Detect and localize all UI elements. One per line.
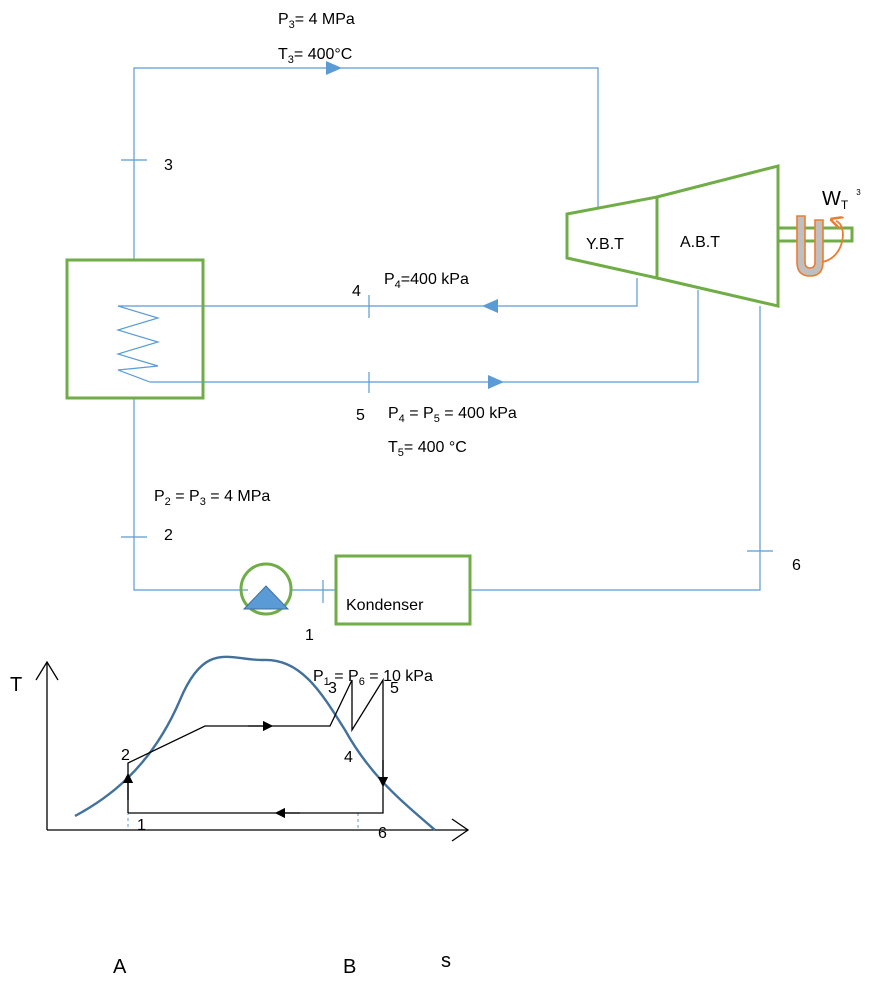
pipe-reheater-to-lp-turbine <box>150 290 699 383</box>
flow-arrows <box>326 61 504 389</box>
state3-pressure: P3= 4 MPa <box>278 11 355 31</box>
t-axis-arrowhead <box>35 660 59 681</box>
flow-arrow-icon <box>326 61 342 75</box>
condenser <box>334 554 472 626</box>
ts-state-5: 5 <box>390 680 399 697</box>
point-a-label: A <box>113 956 127 978</box>
saturation-dome <box>74 655 436 831</box>
lp-turbine-label: A.B.T <box>680 234 720 251</box>
s-axis-label: s <box>441 950 451 972</box>
state-label-6: 6 <box>792 557 801 574</box>
shaft-rotation-icon <box>796 215 843 277</box>
pump-icon <box>239 562 293 616</box>
reheater-coil <box>115 305 161 383</box>
state-label-1: 1 <box>305 627 314 644</box>
pipe-lp-turbine-to-condenser <box>470 306 761 591</box>
ts-state-2: 2 <box>121 747 130 764</box>
reheat-in-temperature: T5= 400 °C <box>388 439 467 459</box>
flow-arrow-icon <box>482 299 498 313</box>
pipe-boiler-to-hp-turbine <box>133 67 599 260</box>
state-label-5: 5 <box>356 407 365 424</box>
t-axis-label: T <box>10 674 22 696</box>
reheat-in-pressure: P4 = P5 = 400 kPa <box>388 405 517 425</box>
ts-axes <box>35 660 470 842</box>
reheat-out-pressure: P4=400 kPa <box>384 271 469 291</box>
ts-state-4: 4 <box>344 749 353 766</box>
point-b-label: B <box>343 956 356 978</box>
hp-turbine-label: Y.B.T <box>586 236 624 253</box>
pipe-hp-turbine-to-reheater <box>118 278 638 307</box>
state-ticks <box>121 159 773 603</box>
lp-turbine <box>655 164 780 308</box>
ts-state-1: 1 <box>137 817 146 834</box>
state3-temperature: T3= 400°C <box>278 46 352 66</box>
pump-out-pressure: P2 = P3 = 4 MPa <box>154 488 270 508</box>
state-label-4: 4 <box>352 283 361 300</box>
state-label-3: 3 <box>164 157 173 174</box>
piping <box>118 67 761 591</box>
condenser-pressure: P1 = P6 = 10 kPa <box>313 668 433 688</box>
s-axis-arrowhead <box>451 818 470 842</box>
turbine-work-label: WT3 <box>822 188 861 212</box>
ts-diagram: T s A B 1 2 3 4 5 6 P1 = P6 = 10 kPa <box>10 655 470 978</box>
state-label-2: 2 <box>164 527 173 544</box>
plant-schematic: Y.B.T A.B.T Kondenser WT3 3 4 5 2 6 1 P3… <box>65 11 861 644</box>
pipe-pump-to-boiler <box>133 398 248 591</box>
boiler <box>65 258 205 400</box>
cycle-path <box>127 677 384 814</box>
ts-state-3: 3 <box>328 680 337 697</box>
ts-state-6: 6 <box>378 825 387 842</box>
flow-arrow-icon <box>488 375 504 389</box>
condenser-label: Kondenser <box>346 597 424 614</box>
